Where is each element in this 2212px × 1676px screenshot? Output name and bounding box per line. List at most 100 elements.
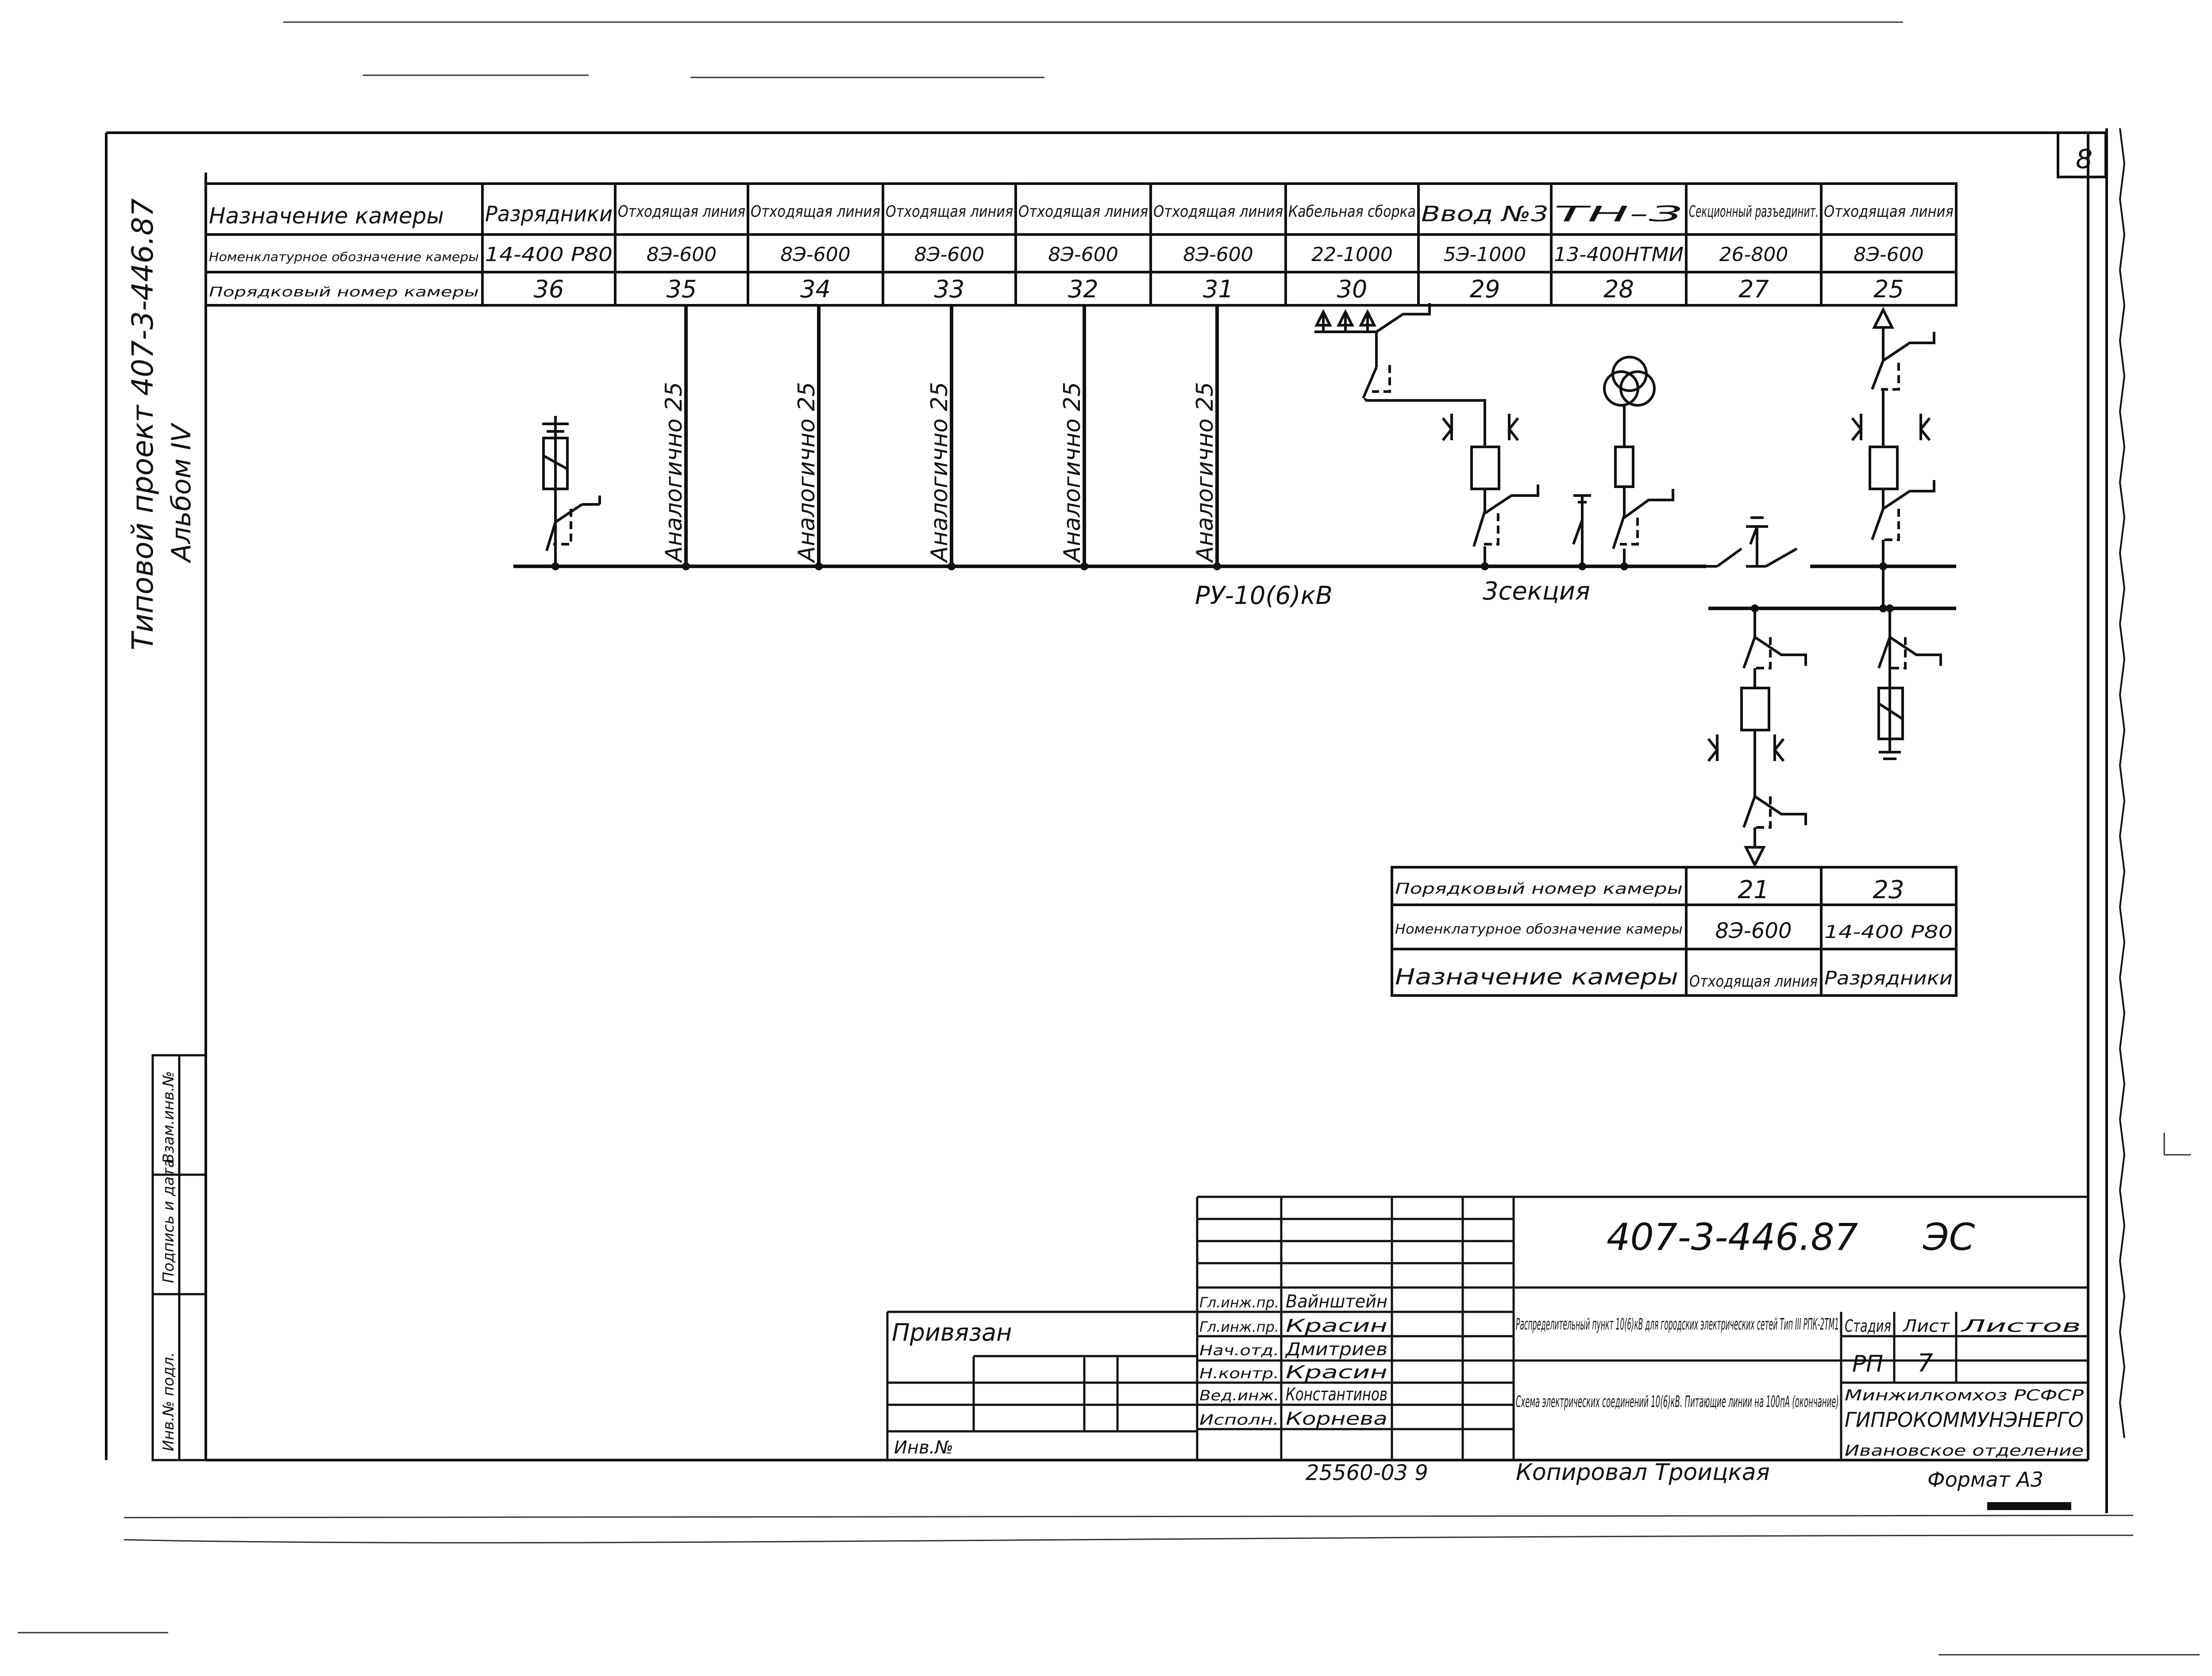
- staff-name-4: Константинов: [1286, 1384, 1387, 1405]
- column-code-34: 8Э-600: [780, 243, 851, 266]
- bottom-table-grid: [1391, 866, 1958, 997]
- outgoing-cell-25: [1851, 307, 1935, 608]
- column-purpose-27: Секционный разъединит.: [1689, 203, 1819, 221]
- column-code-28: 13-400НТМИ: [1554, 243, 1684, 266]
- column-code-36: 14-400 Р80: [485, 243, 613, 266]
- staff-name-2: Дмитриев: [1285, 1339, 1387, 1360]
- column-number-36: 36: [534, 275, 564, 303]
- column-number-28: 28: [1603, 275, 1634, 303]
- bottom-row-label-purpose: Назначение камеры: [1395, 964, 1678, 990]
- staff-role-1: Гл.инж.пр.: [1199, 1319, 1279, 1335]
- footer-mid: Копировал Троицкая: [1516, 1459, 1770, 1486]
- column-number-27: 27: [1738, 275, 1769, 303]
- single-line-diagram: [513, 305, 1956, 610]
- footer-left: 25560-03 9: [1306, 1461, 1428, 1485]
- staff-role-3: Н.контр.: [1199, 1365, 1279, 1382]
- column-code-25: 8Э-600: [1854, 243, 1924, 266]
- column-code-27: 26-800: [1719, 243, 1788, 266]
- column-number-35: 35: [667, 275, 697, 303]
- row-label-purpose: Назначение камеры: [209, 203, 444, 229]
- side-stamp-label-2: Подпись и дата: [160, 1158, 177, 1283]
- sheet-value: 7: [1917, 1349, 1933, 1378]
- bottom-code-23: 14-400 Р80: [1824, 922, 1953, 942]
- staff-role-5: Исполн.: [1199, 1411, 1279, 1428]
- desc-text-2: Схема электрических соединений 10(6)кВ. …: [1516, 1393, 1839, 1411]
- stage-value: РП: [1852, 1351, 1883, 1377]
- column-code-33: 8Э-600: [914, 243, 985, 266]
- column-code-30: 22-1000: [1311, 243, 1393, 266]
- row-label-code: Номенклатурное обозначение камеры: [209, 250, 479, 264]
- analog-label-31: Аналогично 25: [1192, 382, 1218, 563]
- analog-label-32: Аналогично 25: [1059, 382, 1086, 563]
- column-purpose-35: Отходящая линия: [618, 203, 745, 221]
- staff-name-3: Красин: [1286, 1362, 1387, 1383]
- sheet-number: 8: [2076, 144, 2093, 175]
- bottom-purpose-21: Отходящая линия: [1689, 973, 1818, 991]
- org-line-2: ГИПРОКОММУНЭНЕРГО: [1845, 1408, 2084, 1432]
- top-table-grid: [204, 182, 1958, 307]
- staff-role-0: Гл.инж.пр.: [1199, 1294, 1279, 1311]
- bus-junctions: [551, 562, 1894, 612]
- voltage-transformer-cell-28: [1572, 356, 1674, 566]
- bus-label: РУ-10(6)кВ: [1195, 581, 1333, 610]
- column-number-32: 32: [1068, 275, 1098, 303]
- sheets-header: Листов: [1960, 1316, 2081, 1336]
- row-label-number: Порядковый номер камеры: [209, 284, 479, 300]
- doc-code: 407-3-446.87: [1607, 1215, 1858, 1259]
- column-purpose-30: Кабельная сборка: [1288, 203, 1416, 221]
- staff-role-4: Вед.инж.: [1199, 1387, 1279, 1404]
- inv-label: Инв.№: [894, 1438, 953, 1458]
- column-code-32: 8Э-600: [1048, 243, 1118, 266]
- analog-label-34: Аналогично 25: [794, 382, 820, 563]
- staff-name-0: Вайнштейн: [1286, 1292, 1387, 1312]
- column-number-34: 34: [800, 275, 831, 303]
- bottom-table: Порядковый номер камеры Номенклатурное о…: [1391, 866, 1958, 997]
- outgoing-cell-21: [1707, 608, 1807, 868]
- title-block-grid: [886, 1195, 2088, 1460]
- column-code-35: 8Э-600: [647, 243, 717, 266]
- analog-label-33: Аналогично 25: [926, 382, 953, 563]
- column-code-29: 5Э-1000: [1444, 243, 1526, 266]
- side-stamp-label-1: Инв.№ подл.: [160, 1352, 177, 1451]
- footer-right: Формат А3: [1927, 1468, 2043, 1491]
- bottom-code-21: 8Э-600: [1715, 919, 1792, 943]
- top-table: Назначение камеры Номенклатурное обознач…: [204, 182, 1958, 307]
- column-number-25: 25: [1873, 275, 1904, 303]
- top-table-cells: Разрядники 14-400 Р80 36 Отходящая линия 8Э-…: [485, 202, 1954, 303]
- bottom-purpose-23: Разрядники: [1824, 967, 1953, 989]
- column-number-33: 33: [934, 275, 965, 303]
- doc-mark: ЭС: [1923, 1215, 1975, 1259]
- sheet-header: Лист: [1902, 1316, 1950, 1336]
- cable-assembly-cell-30: [1314, 303, 1486, 447]
- column-purpose-36: Разрядники: [485, 202, 613, 227]
- staff-name-5: Корнева: [1286, 1409, 1387, 1429]
- side-stamp-grid: [151, 1054, 207, 1461]
- stage-header: Стадия: [1845, 1316, 1891, 1336]
- staff-role-2: Нач.отд.: [1199, 1342, 1279, 1359]
- input-cell-29: [1441, 414, 1539, 566]
- column-purpose-28: ТН-3: [1554, 202, 1684, 227]
- bottom-num-23: 23: [1873, 876, 1904, 904]
- section-disconnector-cell-27: [1706, 516, 1798, 568]
- bottom-num-21: 21: [1738, 876, 1769, 904]
- column-purpose-34: Отходящая линия: [751, 203, 880, 221]
- sheet-frame: [105, 128, 2126, 1513]
- column-purpose-29: Ввод №3: [1421, 202, 1549, 227]
- column-number-29: 29: [1470, 275, 1500, 303]
- arrester-cell-23: [1877, 608, 1942, 760]
- footer-stamp-mark: [1987, 1502, 2071, 1510]
- org-line-1: Минжилкомхоз РСФСР: [1845, 1387, 2084, 1404]
- column-purpose-31: Отходящая линия: [1153, 203, 1283, 221]
- column-code-31: 8Э-600: [1183, 243, 1253, 266]
- column-number-31: 31: [1203, 275, 1233, 303]
- column-purpose-32: Отходящая линия: [1018, 203, 1148, 221]
- bottom-row-label-code: Номенклатурное обозначение камеры: [1395, 922, 1683, 937]
- column-number-30: 30: [1337, 275, 1368, 303]
- org-line-3: Ивановское отделение: [1845, 1442, 2084, 1460]
- analog-label-35: Аналогично 25: [661, 382, 687, 563]
- bottom-row-label-number: Порядковый номер камеры: [1395, 880, 1683, 898]
- column-purpose-25: Отходящая линия: [1824, 203, 1954, 221]
- section-label: 3секция: [1483, 577, 1590, 606]
- privyazan-label: Привязан: [892, 1319, 1012, 1346]
